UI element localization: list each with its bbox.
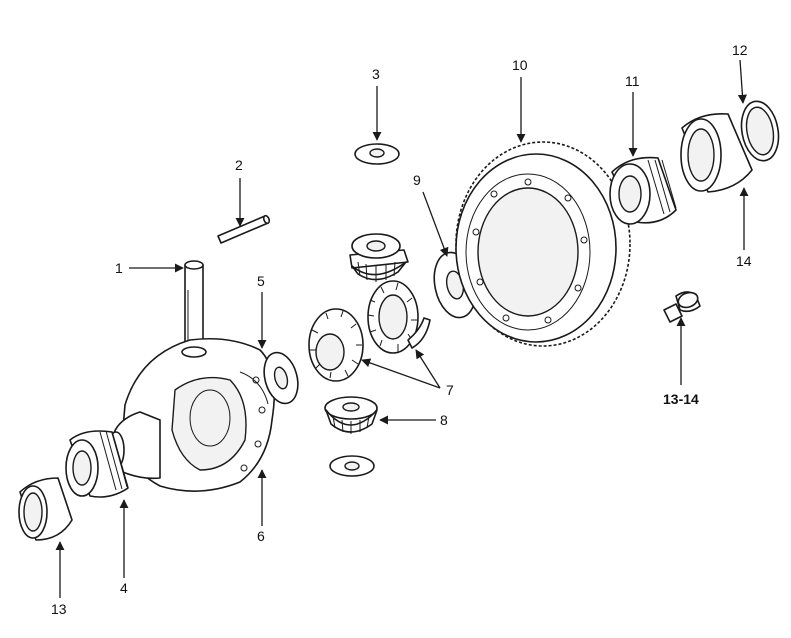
callout-7: 7 — [446, 382, 454, 398]
ring-gear — [455, 141, 631, 347]
pinion-gear-upper — [349, 233, 409, 282]
callout-11: 11 — [625, 73, 640, 89]
callout-2: 2 — [235, 157, 243, 173]
callout-lines — [55, 59, 749, 598]
pinion-washer-bottom — [329, 455, 375, 477]
callout-3: 3 — [372, 66, 380, 82]
bearing-race-right — [680, 112, 753, 193]
thrust-washer-case — [263, 351, 299, 405]
side-gear-lower — [308, 308, 364, 382]
callout-1: 1 — [115, 260, 123, 276]
callout-9: 9 — [413, 172, 421, 188]
callout-8: 8 — [440, 412, 448, 428]
lock-pin — [217, 214, 271, 244]
callout-13-14: 13-14 — [663, 391, 699, 407]
callout-12: 12 — [732, 42, 748, 58]
bearing-race-left — [18, 477, 73, 541]
callout-14: 14 — [736, 253, 752, 269]
callout-5: 5 — [257, 273, 265, 289]
adjusting-shim — [740, 100, 780, 162]
callout-4: 4 — [120, 580, 128, 596]
callout-6: 6 — [257, 528, 265, 544]
side-bearing-right — [609, 156, 677, 225]
ring-gear-bolt — [663, 291, 701, 323]
callout-13: 13 — [51, 601, 67, 617]
pinion-gear-lower — [324, 396, 378, 434]
side-bearing-left — [65, 430, 129, 498]
side-gear-upper — [367, 280, 431, 354]
callout-10: 10 — [512, 57, 528, 73]
pinion-washer-top — [354, 143, 400, 165]
differential-case — [107, 337, 276, 492]
